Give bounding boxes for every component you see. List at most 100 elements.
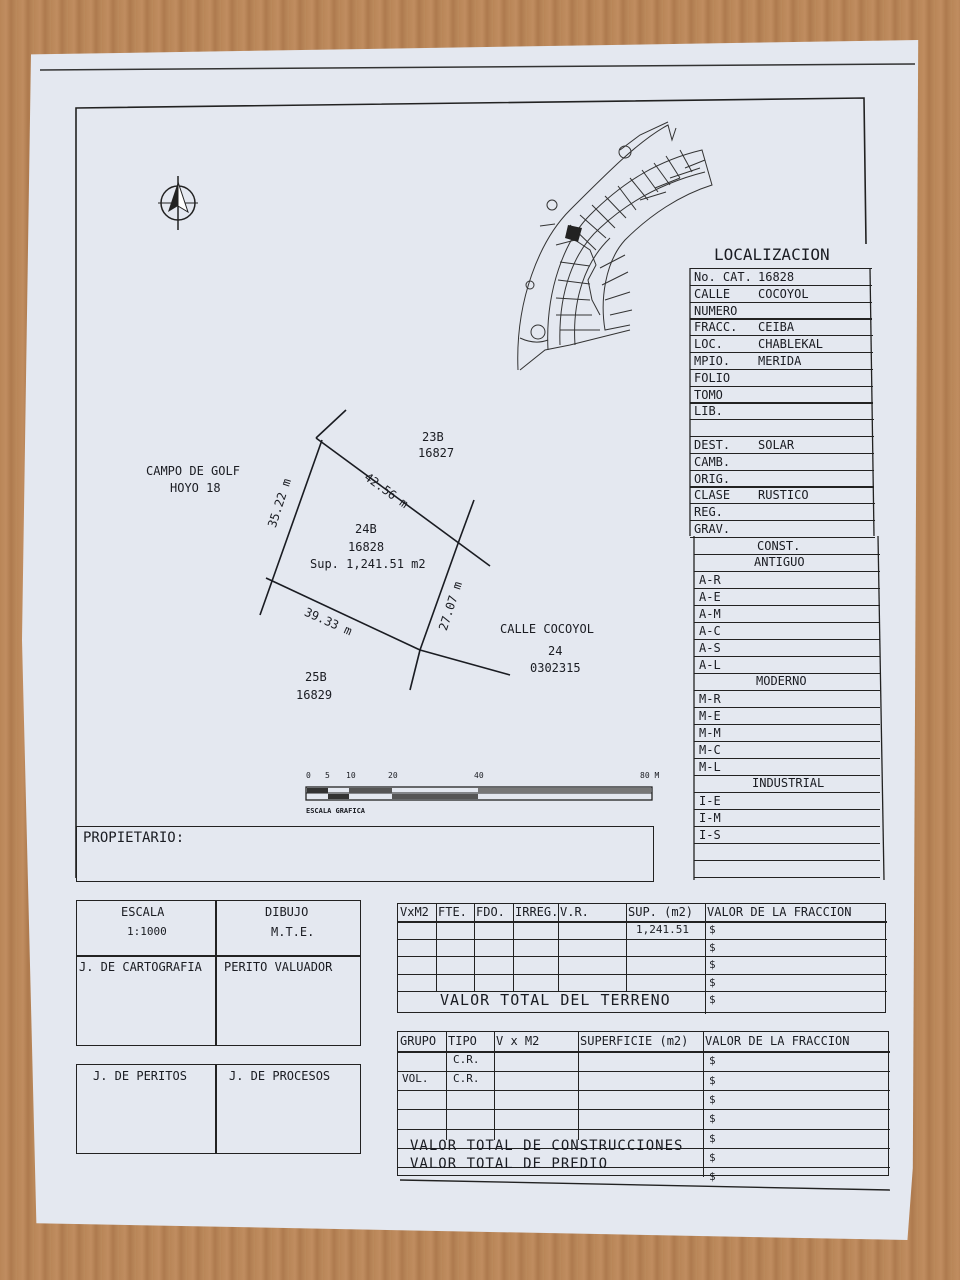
terreno-header: FTE. [438, 905, 467, 919]
neighbor-north-lot: 23B [422, 430, 444, 444]
rule-line [690, 469, 875, 471]
row-line [398, 1070, 890, 1072]
column-line [703, 1032, 705, 1177]
const-section-title: MODERNO [756, 674, 807, 688]
locator-map [517, 121, 713, 371]
rule-line [694, 877, 880, 879]
neighbor-east-street: CALLE COCOYOL [500, 622, 594, 636]
propietario-box: PROPIETARIO: [76, 826, 654, 882]
drawing-frame [75, 97, 867, 878]
construcciones-currency: $ [709, 1170, 716, 1184]
neighbor-east-number: 24 [548, 644, 563, 658]
localizacion-row-value: SOLAR [758, 438, 795, 452]
construcciones-currency: $ [709, 1073, 716, 1087]
construcciones-header: V x M2 [496, 1034, 540, 1048]
rule-line [694, 707, 880, 709]
rule-line [694, 809, 880, 811]
rule-line [690, 503, 875, 505]
localizacion-row-label: CLASE [694, 488, 731, 503]
neighbor-west-label: CAMPO DE GOLF [146, 464, 240, 478]
column-line [494, 1032, 496, 1141]
rule-line [694, 843, 880, 845]
rule-line [690, 402, 874, 404]
lot-boundaries [259, 409, 511, 691]
construcciones-currency: $ [709, 1112, 716, 1126]
cartografia-label: J. DE CARTOGRAFIA [79, 960, 202, 974]
localizacion-row-label: MPIO. [694, 354, 731, 368]
row-line [398, 1089, 890, 1092]
scale-tick: 20 [388, 771, 398, 780]
terreno-currency: $ [709, 958, 716, 972]
rule-line [690, 486, 875, 488]
propietario-label: PROPIETARIO: [83, 830, 185, 846]
rule-line [694, 860, 880, 862]
localizacion-row-value: COCOYOL [758, 286, 809, 301]
const-code: A-L [699, 658, 721, 672]
row-line [398, 938, 887, 941]
column-line [705, 904, 707, 1014]
const-section-title: INDUSTRIAL [752, 776, 825, 790]
localizacion-row-label: ORIG. [694, 471, 731, 486]
localizacion-row-label: CALLE [694, 286, 731, 301]
rule-line [694, 571, 880, 573]
rule-line [690, 368, 873, 371]
rule-line [690, 318, 873, 320]
total-construcciones-label: VALOR TOTAL DE CONSTRUCCIONES [410, 1138, 684, 1155]
scale-tick: 80 M [640, 771, 660, 780]
row-line [398, 921, 887, 923]
scale-tick: 0 [306, 771, 311, 780]
const-code: I-S [699, 828, 721, 842]
lot-area: Sup. 1,241.51 m2 [310, 557, 426, 571]
rule-line [690, 520, 875, 522]
row-line [398, 956, 887, 958]
rule-line [690, 452, 874, 455]
localizacion-row-value: 16828 [758, 270, 795, 284]
rule-line [690, 436, 874, 438]
const-code: M-R [699, 692, 721, 706]
neighbor-north-cat: 16827 [418, 446, 455, 460]
rule-line [694, 741, 880, 743]
localizacion-row-value: CHABLEKAL [758, 337, 824, 352]
construcciones-header: TIPO [448, 1034, 477, 1048]
top-rule [39, 63, 916, 71]
localizacion-row-label: LOC. [694, 337, 723, 352]
const-code: M-C [699, 743, 721, 757]
terreno-header: V.R. [560, 905, 589, 919]
column-line [474, 904, 476, 991]
scale-tick: 40 [474, 771, 484, 780]
rule-line [690, 335, 873, 337]
rule-line [690, 352, 873, 354]
row-line [398, 1167, 890, 1169]
localizacion-row-label: CAMB. [694, 454, 731, 469]
column-line [558, 904, 560, 991]
localizacion-row-label: TOMO [694, 387, 723, 402]
construcciones-currency: $ [709, 1150, 716, 1164]
terreno-currency: $ [709, 923, 716, 937]
construcciones-grupo: VOL. [402, 1071, 429, 1085]
rule-line [690, 268, 872, 270]
row-line [398, 973, 887, 975]
column-line [513, 904, 515, 991]
const-code: I-M [699, 811, 721, 825]
const-title: CONST. [757, 539, 801, 553]
terreno-header: VALOR DE LA FRACCION [707, 905, 852, 919]
localizacion-row-label: FOLIO [694, 370, 731, 385]
rule-line [694, 775, 880, 777]
construcciones-currency: $ [709, 1054, 716, 1068]
row-line [398, 1051, 890, 1053]
terreno-sup-value: 1,241.51 [636, 923, 689, 937]
construcciones-header: SUPERFICIE (m2) [580, 1034, 689, 1048]
construcciones-tipo: C.R. [453, 1071, 480, 1085]
rule-line [690, 536, 875, 539]
scale-tick: 5 [325, 771, 330, 780]
rule-line [694, 656, 880, 658]
const-code: M-L [699, 760, 721, 774]
const-section-title: ANTIGUO [754, 555, 805, 569]
rule-line [694, 588, 880, 590]
construcciones-currency: $ [709, 1131, 716, 1145]
column-line [446, 1032, 448, 1141]
row-line [398, 1147, 890, 1150]
terreno-header: IRREG. [515, 905, 559, 919]
rule-line [694, 724, 880, 726]
